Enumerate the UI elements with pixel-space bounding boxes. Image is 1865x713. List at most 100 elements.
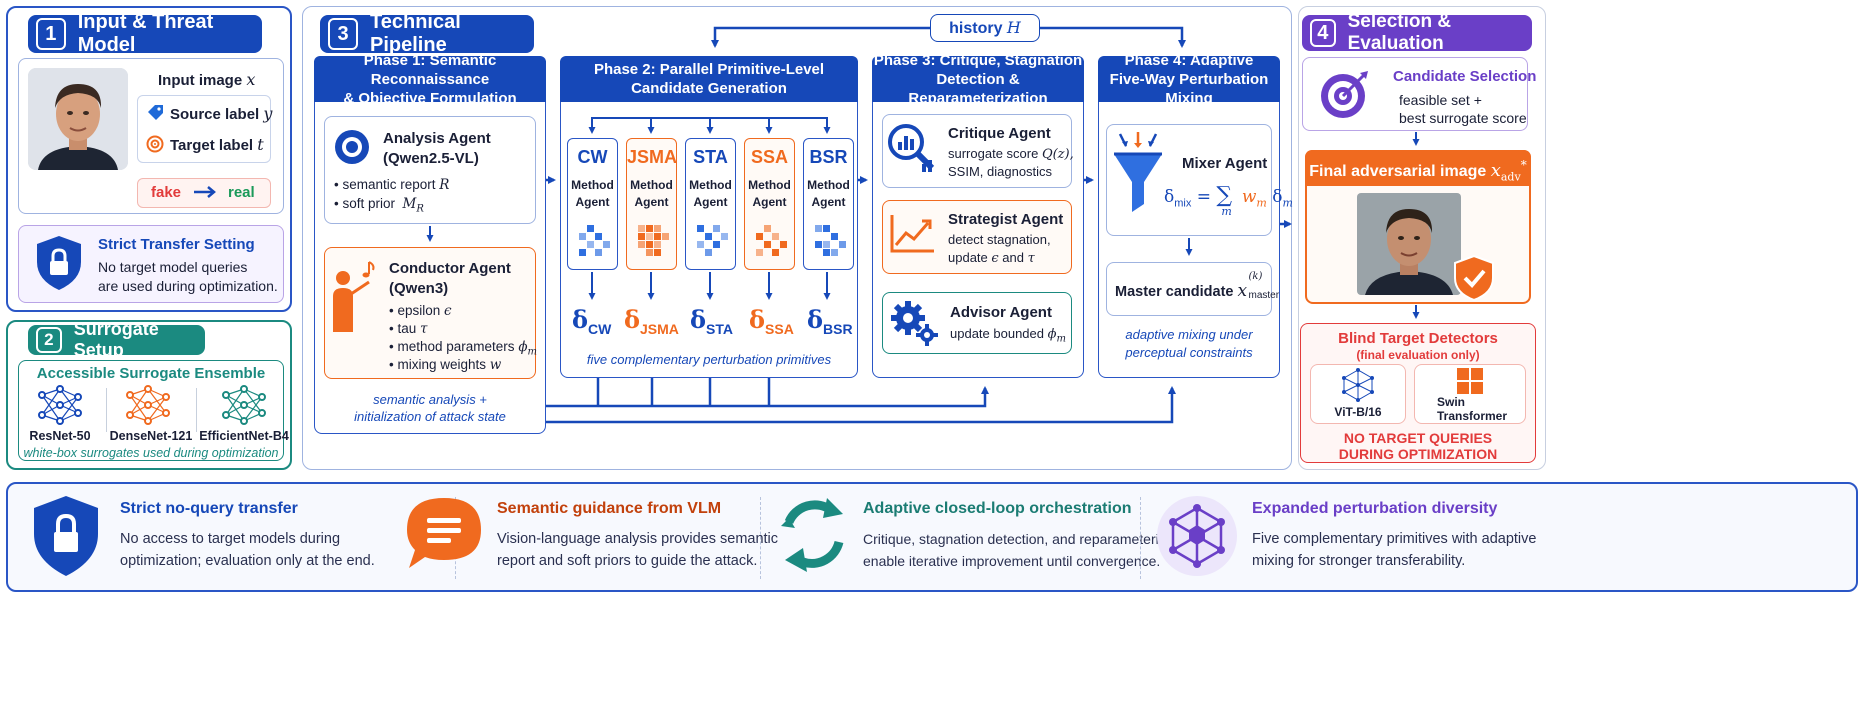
source-label-text: Source label <box>170 106 260 123</box>
footer-item-perturbation-diversity: Expanded perturbation diversity Five com… <box>1155 490 1555 586</box>
detector-swin-label-1: Swin <box>1437 395 1466 409</box>
formula-lhs: δ <box>1164 187 1175 207</box>
conductor-agent-name: Conductor Agent <box>389 260 511 277</box>
footer-desc-1: Critique, stagnation detection, and repa… <box>863 531 1197 547</box>
perturbation-pattern-icon <box>697 225 728 256</box>
final-var-wrap: xadv* <box>1491 158 1527 184</box>
c2-var: τ <box>420 321 428 337</box>
method-name: SSA <box>750 147 788 167</box>
conductor-item-mixing-weights: • mixing weights w <box>389 357 502 373</box>
formula-lhs-sub: mix <box>1174 197 1192 210</box>
mixer-agent-name: Mixer Agent <box>1182 155 1268 172</box>
method-line1: Method <box>571 178 614 192</box>
target-arrow-icon <box>1318 67 1372 126</box>
c4-var: w <box>489 357 502 373</box>
panel4-title-text: Selection & Evaluation <box>1347 11 1452 54</box>
formula-sum-symbol: ∑ <box>1216 183 1233 208</box>
chat-bubble-icon <box>407 498 481 568</box>
advisor-d1-text: update bounded <box>950 326 1044 341</box>
arrow-right-icon <box>193 184 217 205</box>
history-box <box>930 14 1040 42</box>
phase1-note-2: initialization of attack state <box>354 409 506 424</box>
formula-d-sub: m <box>1282 196 1293 210</box>
method-name: CW <box>577 147 608 167</box>
panel1-title-text: Input & Threat Model <box>77 11 214 56</box>
phase2-header: Phase 2: Parallel Primitive-Level Candid… <box>560 56 858 102</box>
c2-text: tau <box>397 321 417 336</box>
final-sup: * <box>1520 158 1527 172</box>
shield-check-icon <box>1452 254 1496 307</box>
eye-icon <box>333 128 371 171</box>
surrogate-model-resnet: ResNet-50 <box>29 429 91 443</box>
gears-icon <box>890 300 938 351</box>
delta-sub: JSMA <box>640 320 679 337</box>
c1-text: epsilon <box>397 303 441 318</box>
phase3-header: Phase 3: Critique, Stagnation Detection … <box>872 52 1084 107</box>
delta-sub: SSA <box>765 320 794 337</box>
delta-sta: δSTA <box>690 305 733 337</box>
bullet2-text: soft prior <box>342 196 396 211</box>
footer-title: Semantic guidance from VLM <box>497 500 722 517</box>
footer-item-strict-no-query: Strict no-query transfer No access to ta… <box>30 490 450 586</box>
divider <box>1140 497 1142 579</box>
conductor-agent-box <box>324 247 536 379</box>
vit-network-icon <box>1340 368 1376 407</box>
input-face-image <box>28 68 128 170</box>
method-line1: Method <box>630 178 673 192</box>
master-sub: master <box>1248 290 1280 301</box>
c3-sub: m <box>527 346 537 358</box>
method-name: STA <box>693 147 728 167</box>
critique-agent-name: Critique Agent <box>948 125 1051 142</box>
phase2-title-line1: Phase 2: Parallel Primitive-Level <box>593 61 825 78</box>
c3-text: method parameters <box>397 339 515 354</box>
strategist-desc-1: detect stagnation, <box>948 232 1051 247</box>
panel2-title-text: Surrogate Setup <box>73 319 159 360</box>
strategist-and: and <box>1002 250 1024 265</box>
method-line1: Method <box>807 178 850 192</box>
divider <box>760 497 762 579</box>
surrogate-note: white-box surrogates used during optimiz… <box>23 446 279 460</box>
trend-chart-icon <box>890 213 936 258</box>
panel2-title: 2 Surrogate Setup <box>28 319 205 360</box>
footer-desc-1: No access to target models during <box>120 531 341 547</box>
conductor-item-epsilon: • epsilon ϵ <box>389 303 452 319</box>
phase1-title-line2: & Objective Formulation <box>343 89 517 107</box>
perturbation-pattern-icon <box>756 225 787 256</box>
candidate-selection-desc-1: feasible set + <box>1399 92 1482 108</box>
conductor-item-tau: • tau τ <box>389 321 428 337</box>
phase2-title-line2: Candidate Generation <box>631 80 787 97</box>
advisor-var: ϕ <box>1047 327 1057 342</box>
surrogate-ensemble-box <box>18 360 284 461</box>
strategist-var2: τ <box>1027 251 1035 266</box>
delta-jsma: δJSMA <box>624 305 679 337</box>
master-sup: (k) <box>1248 271 1263 282</box>
delta-cw: δCW <box>572 305 612 337</box>
formula-weight: wm <box>1242 187 1267 209</box>
advisor-sub: m <box>1056 333 1066 345</box>
panel2-number: 2 <box>36 327 62 353</box>
panel4-title: 4 Selection & Evaluation <box>1302 11 1532 54</box>
phase1-note-1: semantic analysis + <box>373 392 487 407</box>
history-text: history <box>949 20 1003 37</box>
shield-lock-icon <box>34 496 98 576</box>
source-var: y <box>263 104 273 123</box>
method-name: JSMA <box>627 147 678 167</box>
final-sub: adv <box>1500 170 1521 184</box>
detector-swin-box <box>1414 364 1526 424</box>
c3-var: ϕ <box>518 339 528 355</box>
perturbation-pattern-icon <box>815 225 846 256</box>
phase4-title-line2: Five-Way Perturbation Mixing <box>1109 70 1269 107</box>
strategist-var1: ϵ <box>991 251 999 266</box>
footer-desc-1: Five complementary primitives with adapt… <box>1252 531 1537 547</box>
divider <box>196 388 197 432</box>
source-label: Source label y <box>170 104 272 123</box>
phase1-header: Phase 1: Semantic Reconnaissance & Objec… <box>314 52 546 107</box>
phase4-title-line1: Phase 4: Adaptive <box>1124 51 1254 69</box>
strict-desc-1: No target model queries <box>98 259 248 275</box>
surrogate-model-efficientnet: EfficientNet-B4 <box>199 429 289 443</box>
